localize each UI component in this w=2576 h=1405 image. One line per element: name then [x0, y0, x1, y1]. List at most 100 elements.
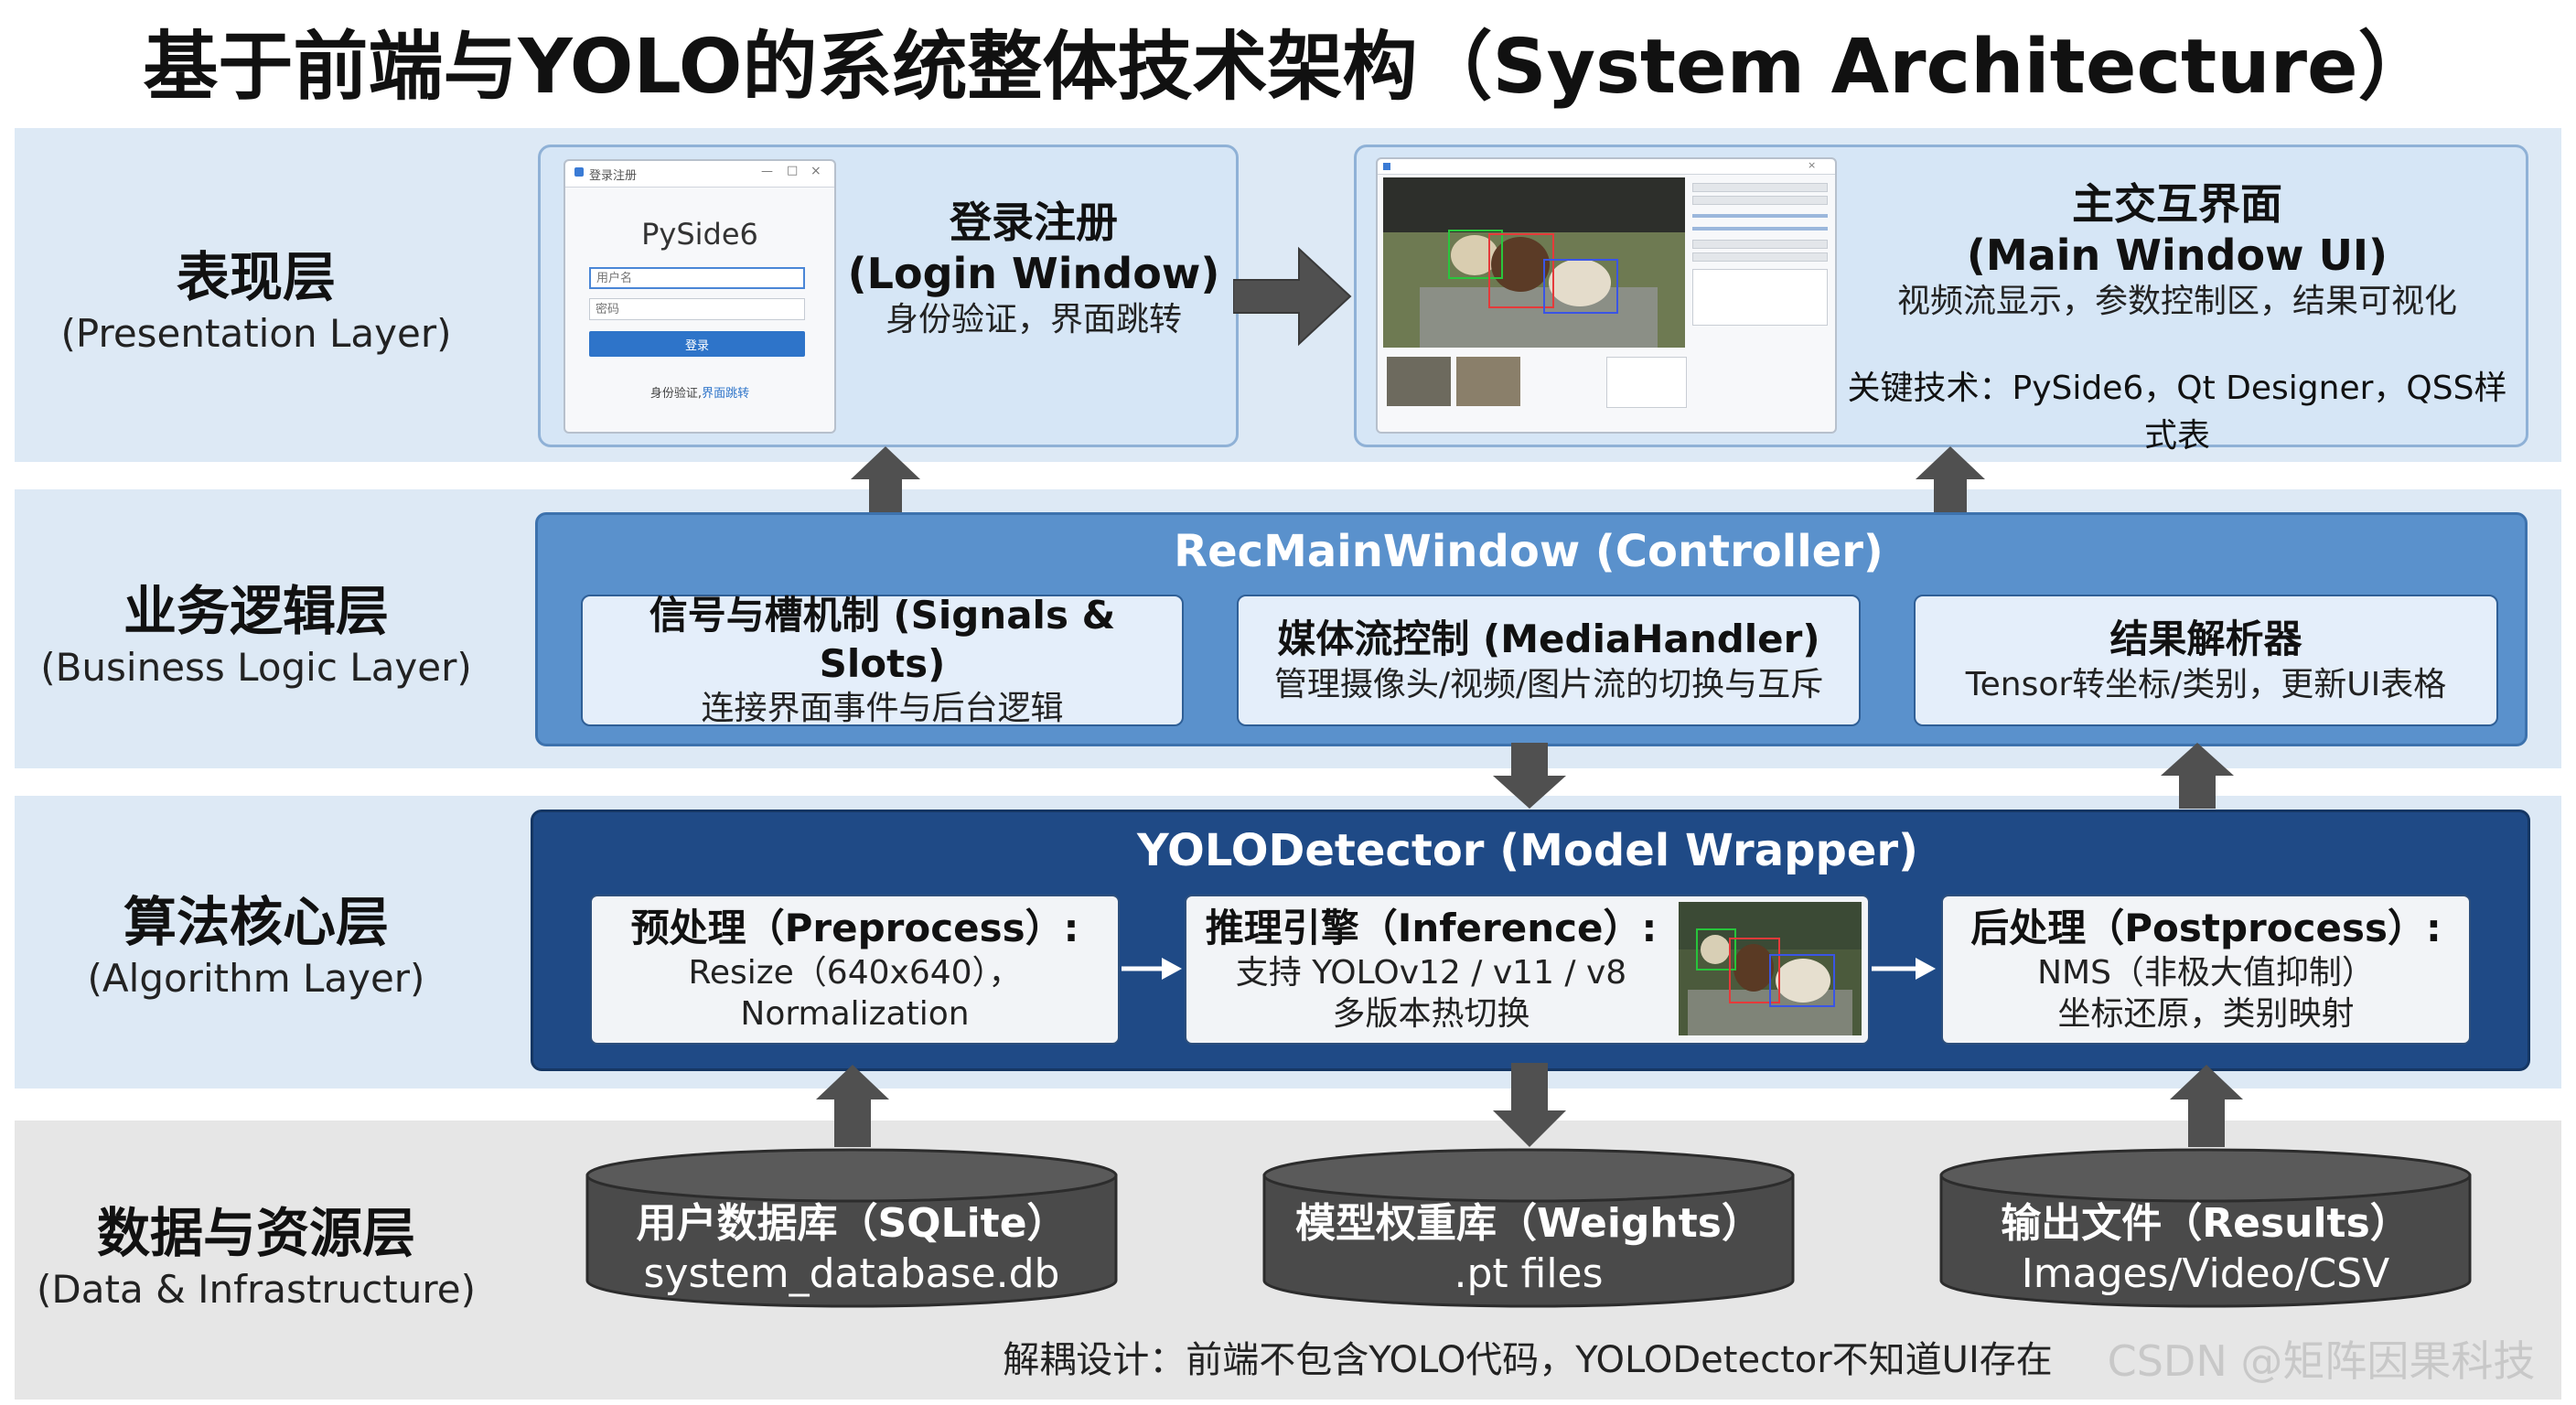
- main-title-cn: 主交互界面: [2072, 179, 2282, 230]
- data-layer-cn: 数据与资源层: [96, 1201, 415, 1264]
- controller-to-detector-arrow: [1493, 743, 1566, 809]
- preprocess-line: Resize（640x640），: [688, 954, 1022, 992]
- model-weights-store: 模型权重库（Weights） .pt files: [1262, 1148, 1795, 1308]
- inference-title: 推理引擎（Inference）:: [1205, 905, 1658, 950]
- param-row[interactable]: [1692, 183, 1828, 192]
- signals-slots-box: 信号与槽机制 (Signals & Slots) 连接界面事件与后台逻辑: [581, 593, 1184, 727]
- login-card-text: 登录注册 (Login Window) 身份验证，界面跳转: [842, 183, 1226, 357]
- video-display-area: [1383, 177, 1685, 348]
- app-icon: [1383, 163, 1390, 170]
- data-layer-en: (Data & Infrastructure): [37, 1266, 476, 1312]
- close-icon[interactable]: ×: [810, 164, 821, 178]
- cow-figure: [1733, 944, 1774, 992]
- param-row[interactable]: [1692, 196, 1828, 205]
- algorithm-layer-en: (Algorithm Layer): [87, 955, 425, 1001]
- inference-line: 支持 YOLOv12 / v11 / v8: [1235, 954, 1627, 992]
- controller-to-main-arrow: [1916, 446, 1985, 512]
- result-parser-desc: Tensor转坐标/类别，更新UI表格: [1965, 665, 2447, 703]
- main-tech-note: 关键技术：PySide6，Qt Designer，QSS样式表: [1847, 370, 2507, 455]
- main-title-en: (Main Window UI): [1966, 230, 2388, 280]
- controller-title: RecMainWindow (Controller): [1174, 526, 1884, 577]
- preprocess-line: Normalization: [740, 995, 970, 1034]
- media-handler-title: 媒体流控制 (MediaHandler): [1277, 617, 1820, 662]
- model-weights-sub: .pt files: [1454, 1250, 1604, 1297]
- detector-title: YOLODetector (Model Wrapper): [1137, 825, 1918, 876]
- param-row[interactable]: [1692, 240, 1828, 249]
- result-detail-panel: [1606, 357, 1687, 408]
- login-mock-footer: 身份验证, 界面跳转: [565, 381, 834, 402]
- watermark: CSDN @矩阵因果科技: [2107, 1336, 2536, 1386]
- thumbnail[interactable]: [1456, 357, 1520, 406]
- database-cylinder-icon: [1939, 1148, 2472, 1308]
- thumbnail[interactable]: [1387, 357, 1451, 406]
- page-title: 基于前端与YOLO的系统整体技术架构（System Architecture）: [143, 23, 2433, 111]
- detection-box: [1729, 938, 1780, 1003]
- login-mock-window-title: 登录注册: [589, 169, 638, 183]
- business-layer-en: (Business Logic Layer): [40, 644, 472, 690]
- login-button[interactable]: 登录: [589, 331, 805, 357]
- preprocess-title: 预处理（Preprocess）:: [630, 905, 1079, 950]
- main-window-mock: ×: [1376, 157, 1837, 434]
- database-to-preprocess-arrow: [816, 1065, 889, 1147]
- media-handler-box: 媒体流控制 (MediaHandler) 管理摄像头/视频/图片流的切换与互斥: [1237, 595, 1861, 726]
- login-mock-app-name: PySide6: [641, 217, 758, 252]
- postprocess-line: 坐标还原，类别映射: [2057, 995, 2355, 1034]
- decoupling-footnote: 解耦设计：前端不包含YOLO代码，YOLODetector不知道UI存在: [1003, 1339, 2053, 1381]
- business-layer-label: 业务逻辑层 (Business Logic Layer): [18, 567, 494, 704]
- results-to-postprocess-arrow: [2170, 1065, 2243, 1147]
- business-layer-cn: 业务逻辑层: [123, 579, 389, 642]
- app-icon: [574, 167, 584, 177]
- data-layer-label: 数据与资源层 (Data & Infrastructure): [18, 1189, 494, 1326]
- database-cylinder-icon: [1262, 1148, 1795, 1308]
- maximize-icon[interactable]: □: [787, 164, 799, 177]
- signals-slots-desc: 连接界面事件与后台逻辑: [701, 690, 1064, 727]
- param-row[interactable]: [1692, 252, 1828, 262]
- detection-box: [1769, 954, 1835, 1007]
- login-to-main-arrow: [1233, 246, 1352, 347]
- cow-figure: [1491, 237, 1550, 292]
- output-files-title: 输出文件（Results）: [2001, 1200, 2410, 1247]
- model-weights-text: 模型权重库（Weights） .pt files: [1262, 1198, 1795, 1299]
- main-desc: 视频流显示，参数控制区，结果可视化: [1896, 282, 2457, 320]
- detection-box: [1696, 928, 1736, 971]
- database-cylinder-icon: [585, 1148, 1118, 1308]
- username-field[interactable]: [589, 267, 805, 289]
- login-title-cn: 登录注册: [950, 198, 1118, 248]
- preprocess-box: 预处理（Preprocess）: Resize（640x640）， Normal…: [590, 895, 1120, 1045]
- main-mock-titlebar: ×: [1378, 159, 1835, 175]
- presentation-layer-label: 表现层 (Presentation Layer): [18, 233, 494, 370]
- detection-box: [1488, 233, 1554, 308]
- result-parser-box: 结果解析器 Tensor转坐标/类别，更新UI表格: [1914, 595, 2498, 726]
- inference-to-postprocess-arrow: [1872, 958, 1936, 980]
- algorithm-layer-cn: 算法核心层: [123, 890, 389, 953]
- close-icon[interactable]: ×: [1808, 159, 1817, 171]
- output-files-store: 输出文件（Results） Images/Video/CSV: [1939, 1148, 2472, 1308]
- parameter-control-panel: [1692, 179, 1828, 344]
- login-footer-link[interactable]: 界面跳转: [702, 386, 750, 401]
- results-table[interactable]: [1692, 269, 1828, 326]
- login-mock-titlebar: 登录注册 — □ ×: [565, 161, 834, 188]
- sheep-figure: [1701, 935, 1730, 964]
- presentation-layer-en: (Presentation Layer): [60, 310, 452, 356]
- login-title-en: (Login Window): [847, 248, 1220, 298]
- iou-slider[interactable]: [1692, 227, 1828, 231]
- output-files-text: 输出文件（Results） Images/Video/CSV: [1939, 1198, 2472, 1299]
- postprocess-box: 后处理（Postprocess）: NMS（非极大值抑制） 坐标还原，类别映射: [1941, 895, 2471, 1045]
- detector-to-parser-arrow: [2161, 743, 2234, 809]
- controller-to-login-arrow: [851, 446, 920, 512]
- login-footer-text: 身份验证,: [649, 386, 703, 401]
- detection-box: [1448, 230, 1503, 279]
- user-database-store: 用户数据库（SQLite） system_database.db: [585, 1148, 1118, 1308]
- login-desc: 身份验证，界面跳转: [885, 300, 1182, 338]
- inference-box: 推理引擎（Inference）: 支持 YOLOv12 / v11 / v8 多…: [1185, 895, 1870, 1045]
- login-window-mock: 登录注册 — □ × PySide6 登录 身份验证, 界面跳转: [564, 159, 836, 434]
- minimize-icon[interactable]: —: [761, 165, 773, 178]
- inference-line: 多版本热切换: [1332, 995, 1530, 1034]
- confidence-slider[interactable]: [1692, 214, 1828, 218]
- inference-to-weights-arrow: [1493, 1063, 1566, 1147]
- media-handler-desc: 管理摄像头/视频/图片流的切换与互斥: [1273, 665, 1824, 703]
- sheep-figure: [1549, 259, 1611, 306]
- password-field[interactable]: [589, 298, 805, 320]
- user-database-title: 用户数据库（SQLite）: [636, 1200, 1068, 1247]
- postprocess-title: 后处理（Postprocess）:: [1970, 905, 2442, 950]
